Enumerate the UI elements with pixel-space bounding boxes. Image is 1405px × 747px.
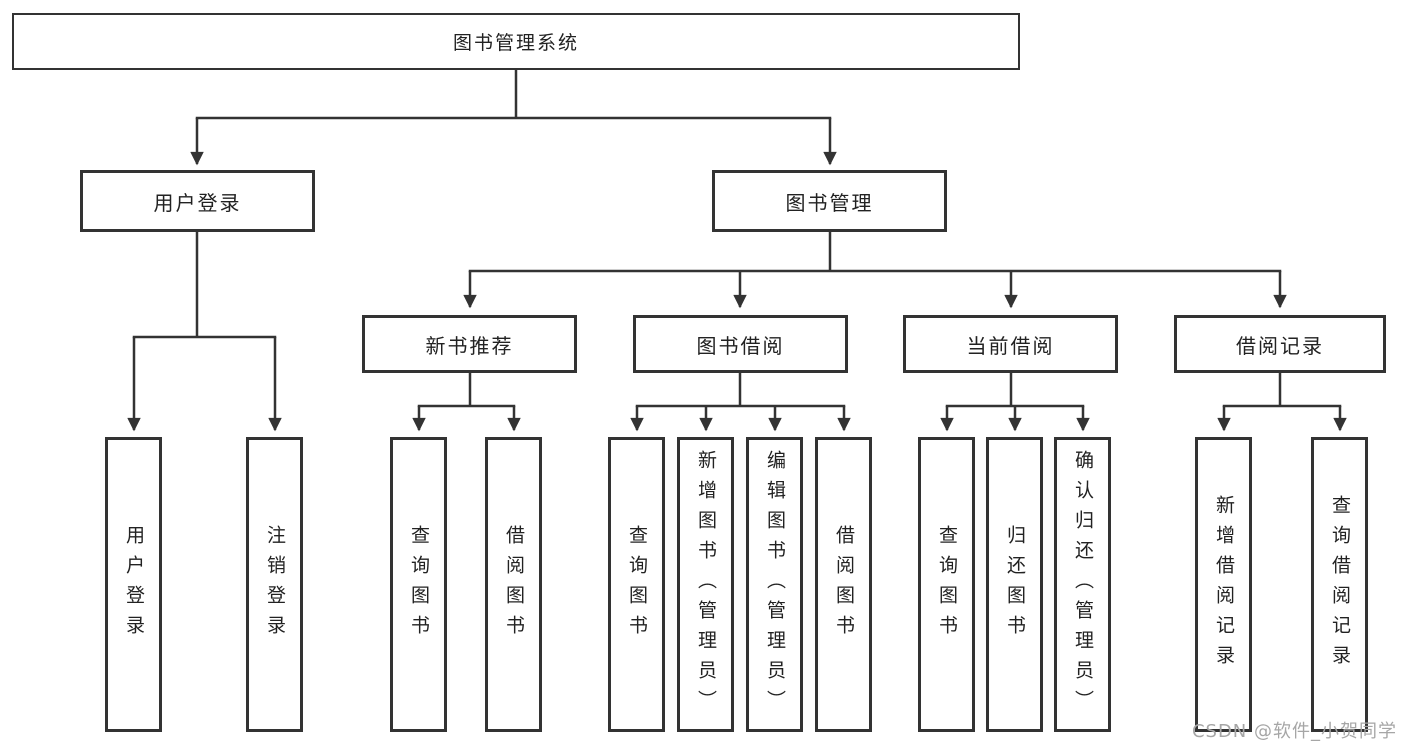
leaf-current-confirm-return-admin: 确认归还（管理员） [1054,437,1111,732]
node-new-book-recommend: 新书推荐 [362,315,577,373]
leaf-records-query-record: 查询借阅记录 [1311,437,1368,732]
connector-borrow-records-children [1217,373,1347,432]
leaf-current-return-books: 归还图书 [986,437,1043,732]
connector-new-book-recommend-children [412,373,521,432]
node-book-borrow: 图书借阅 [633,315,848,373]
csdn-watermark: CSDN @软件_小贺同学 [1191,721,1397,742]
connector-root-to-level2 [190,70,837,166]
leaf-borrow-query-books: 查询图书 [608,437,665,732]
node-user-login: 用户登录 [80,170,315,232]
connector-book-management-children [463,232,1287,309]
connector-book-borrow-children [630,373,851,432]
leaf-recommend-borrow-books: 借阅图书 [485,437,542,732]
leaf-borrow-borrow-books: 借阅图书 [815,437,872,732]
connector-user-login-children [127,232,282,432]
node-current-borrow: 当前借阅 [903,315,1118,373]
leaf-logout: 注销登录 [246,437,303,732]
leaf-borrow-edit-books-admin: 编辑图书（管理员） [746,437,803,732]
node-borrow-records: 借阅记录 [1174,315,1386,373]
leaf-current-query-books: 查询图书 [918,437,975,732]
connector-current-borrow-children [940,373,1090,432]
leaf-user-login: 用户登录 [105,437,162,732]
node-book-management: 图书管理 [712,170,947,232]
leaf-borrow-add-books-admin: 新增图书（管理员） [677,437,734,732]
node-root-system: 图书管理系统 [12,13,1020,70]
leaf-recommend-query-books: 查询图书 [390,437,447,732]
leaf-records-add-record: 新增借阅记录 [1195,437,1252,732]
